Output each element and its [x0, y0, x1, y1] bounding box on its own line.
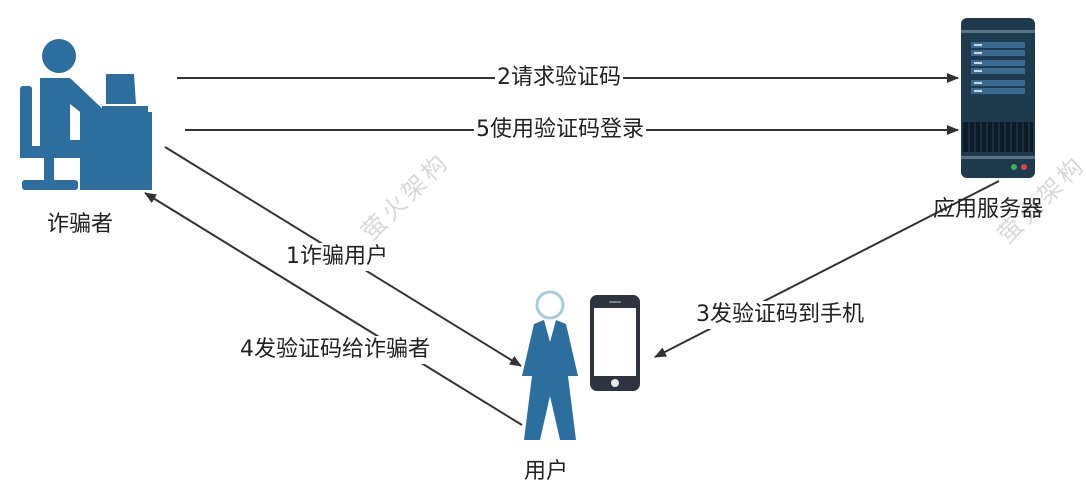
edge-5-label: 5使用验证码登录 — [474, 116, 646, 144]
standing-person-icon — [522, 290, 578, 440]
server-node[interactable] — [961, 18, 1035, 178]
user-node[interactable] — [520, 290, 580, 442]
edge-3-label: 3发验证码到手机 — [694, 301, 866, 329]
phone-node[interactable] — [590, 295, 640, 391]
edge-1-label: 1诈骗用户 — [284, 243, 390, 271]
person-at-desk-icon — [20, 39, 152, 190]
user-label: 用户 — [524, 459, 569, 484]
edge-4-label: 4发验证码给诈骗者 — [238, 336, 432, 364]
server-tower-icon — [961, 18, 1035, 178]
edge-2-label: 2请求验证码 — [495, 64, 623, 92]
smartphone-icon — [590, 295, 640, 391]
scammer-label: 诈骗者 — [47, 212, 114, 237]
scammer-node[interactable] — [18, 36, 158, 194]
server-label: 应用服务器 — [933, 197, 1044, 222]
edge-4-line — [144, 192, 523, 426]
